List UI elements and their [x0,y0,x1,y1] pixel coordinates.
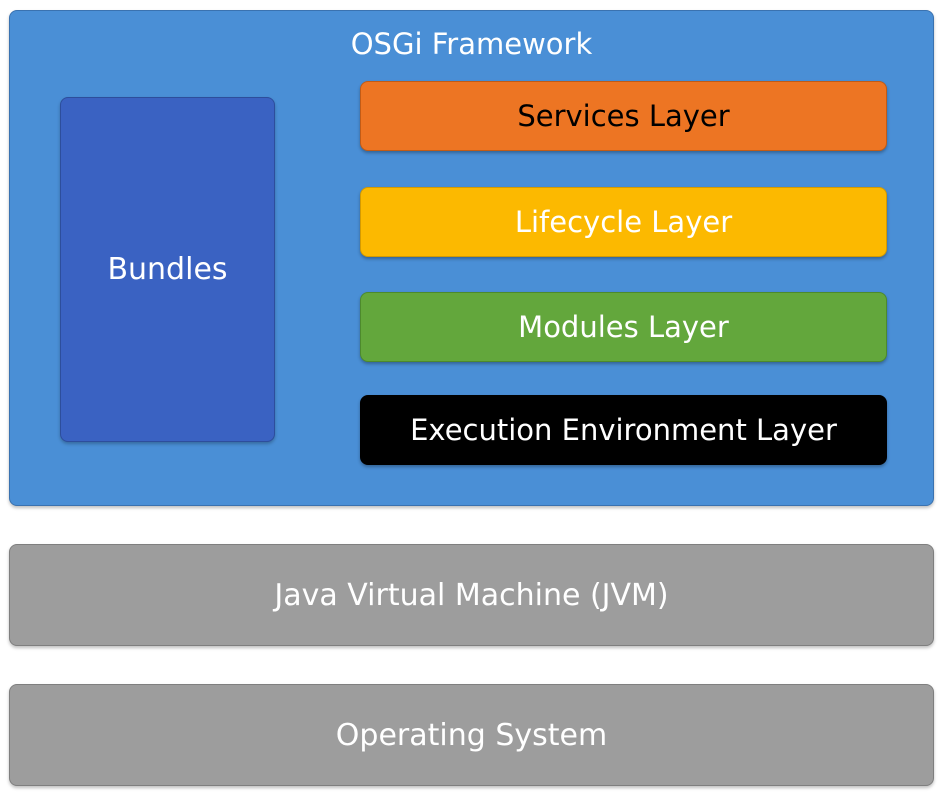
execution-environment-layer-box: Execution Environment Layer [360,395,887,465]
jvm-box: Java Virtual Machine (JVM) [9,544,934,646]
lifecycle-layer-label: Lifecycle Layer [514,205,733,239]
modules-layer-label: Modules Layer [518,310,729,344]
jvm-label: Java Virtual Machine (JVM) [274,577,669,613]
services-layer-box: Services Layer [360,81,887,151]
osgi-framework-title: OSGi Framework [350,27,593,61]
lifecycle-layer-box: Lifecycle Layer [360,187,887,257]
bundles-label: Bundles [107,252,228,287]
modules-layer-box: Modules Layer [360,292,887,362]
services-layer-label: Services Layer [517,99,730,133]
execution-environment-layer-label: Execution Environment Layer [410,413,837,447]
bundles-box: Bundles [60,97,275,442]
operating-system-box: Operating System [9,684,934,786]
operating-system-label: Operating System [335,717,608,753]
